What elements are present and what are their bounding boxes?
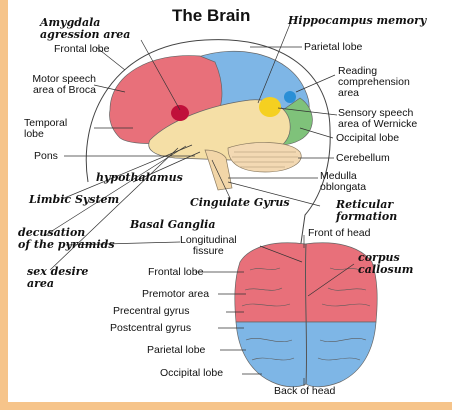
diagram-title: The Brain bbox=[172, 6, 250, 26]
label-precentral-gyrus: Precentral gyrus bbox=[113, 306, 189, 317]
label-motor-speech: Motor speech area of Broca bbox=[14, 74, 96, 96]
hw-basal-ganglia: Basal Ganglia bbox=[130, 219, 215, 231]
label-reading-comprehension: Reading comprehension area bbox=[338, 66, 410, 99]
hw-amygdala: Amygdala agression area bbox=[40, 17, 130, 41]
label-premotor-area: Premotor area bbox=[142, 289, 209, 300]
reading-area-spot bbox=[284, 91, 296, 103]
label-front-of-head: Front of head bbox=[308, 228, 370, 239]
label-top-parietal-lobe: Parietal lobe bbox=[147, 345, 205, 356]
hw-limbic-system: Limbic System bbox=[29, 194, 119, 206]
hw-hippocampus: Hippocampus memory bbox=[288, 15, 426, 27]
label-temporal-lobe: Temporal lobe bbox=[24, 118, 67, 140]
hw-reticular-formation: Reticular formation bbox=[336, 199, 397, 223]
label-top-occipital-lobe: Occipital lobe bbox=[160, 368, 223, 379]
label-frontal-lobe: Frontal lobe bbox=[54, 44, 109, 55]
label-longitudinal-fissure: Longitudinal fissure bbox=[180, 235, 237, 257]
label-medulla: Medulla oblongata bbox=[320, 171, 366, 193]
hw-corpus-callosum: corpus callosum bbox=[358, 252, 413, 276]
wernicke-spot bbox=[259, 97, 281, 117]
hw-sex-desire: sex desire area bbox=[27, 266, 88, 290]
amygdala-spot bbox=[171, 105, 189, 121]
hw-decusation: decusation of the pyramids bbox=[18, 227, 115, 251]
hw-hypothalamus: hypothalamus bbox=[96, 172, 183, 184]
label-occipital-lobe: Occipital lobe bbox=[336, 133, 399, 144]
label-top-frontal-lobe: Frontal lobe bbox=[148, 267, 203, 278]
label-parietal-lobe: Parietal lobe bbox=[304, 42, 362, 53]
top-brain bbox=[235, 243, 377, 387]
label-pons: Pons bbox=[34, 151, 58, 162]
side-brain bbox=[109, 51, 312, 190]
label-cerebellum: Cerebellum bbox=[336, 153, 390, 164]
hw-cingulate-gyrus: Cingulate Gyrus bbox=[190, 197, 290, 209]
label-back-of-head: Back of head bbox=[274, 386, 335, 397]
label-postcentral-gyrus: Postcentral gyrus bbox=[110, 323, 191, 334]
label-sensory-speech: Sensory speech area of Wernicke bbox=[338, 108, 417, 130]
